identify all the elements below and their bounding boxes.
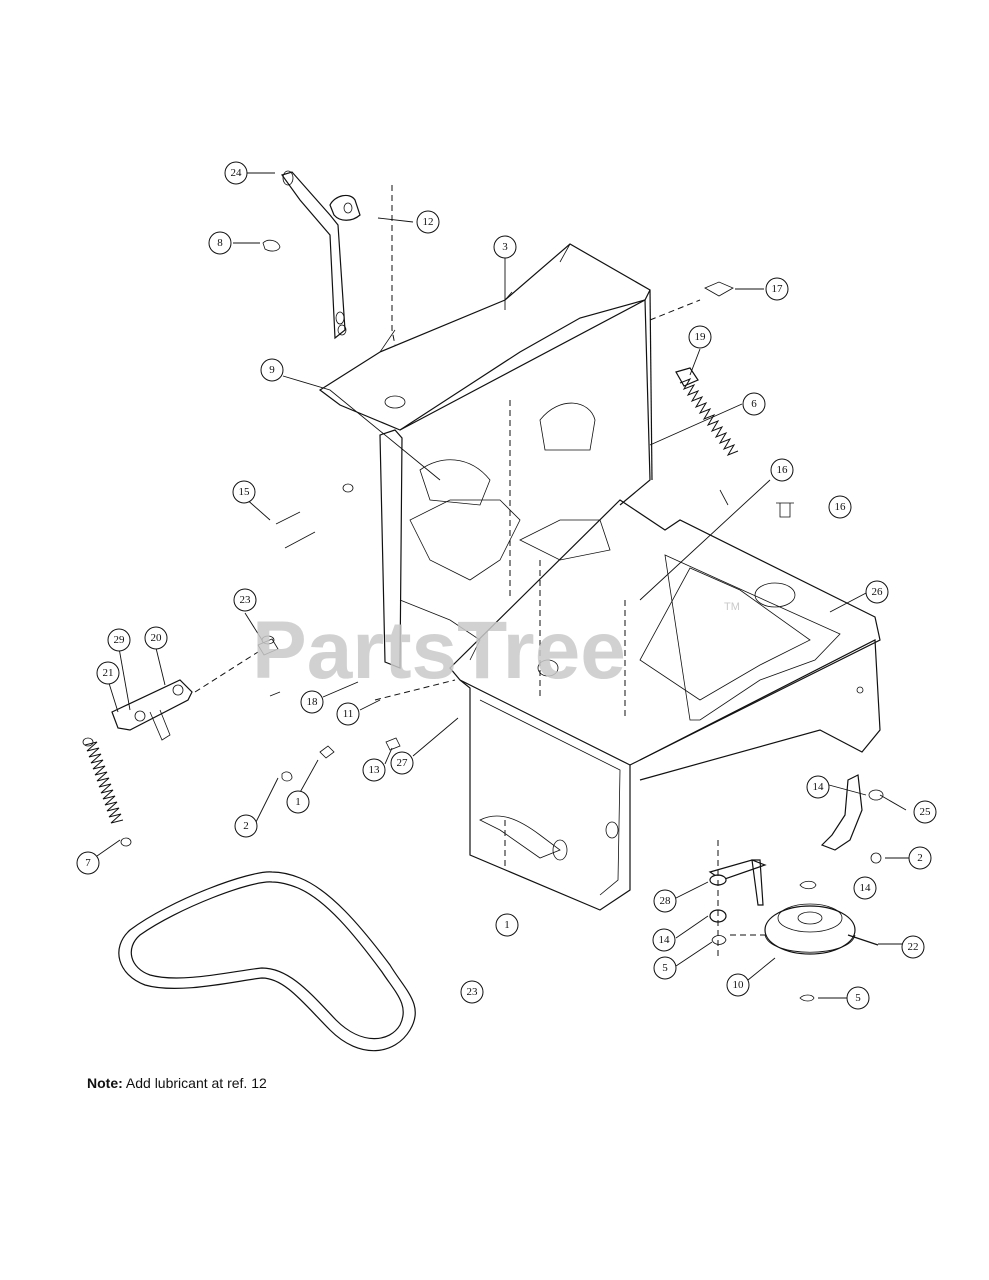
svg-text:27: 27 (397, 757, 409, 769)
svg-text:5: 5 (855, 992, 861, 1004)
svg-text:26: 26 (872, 586, 884, 598)
callout-22[interactable]: 22 (901, 935, 925, 959)
callout-7[interactable]: 7 (76, 851, 100, 875)
svg-text:12: 12 (423, 216, 434, 228)
callout-25[interactable]: 25 (913, 800, 937, 824)
callout-23a[interactable]: 23 (233, 588, 257, 612)
shift-lever (262, 170, 396, 346)
callout-1b[interactable]: 1 (495, 913, 519, 937)
svg-text:1: 1 (504, 919, 510, 931)
callout-6[interactable]: 6 (742, 392, 766, 416)
callout-1a[interactable]: 1 (286, 790, 310, 814)
svg-text:28: 28 (660, 895, 672, 907)
idler-pulley-assembly (708, 840, 879, 1002)
callout-26[interactable]: 26 (865, 580, 889, 604)
callout-28[interactable]: 28 (653, 889, 677, 913)
bracket-assembly-left (111, 651, 259, 741)
callout-29[interactable]: 29 (107, 628, 131, 652)
leader-lines (96, 172, 909, 999)
callout-10[interactable]: 10 (726, 973, 750, 997)
note-label: Note: (87, 1075, 123, 1091)
svg-text:13: 13 (369, 764, 381, 776)
svg-text:14: 14 (659, 934, 671, 946)
svg-text:5: 5 (662, 962, 668, 974)
callout-23b[interactable]: 23 (460, 980, 484, 1004)
callout-15[interactable]: 15 (232, 480, 256, 504)
svg-text:3: 3 (502, 241, 508, 253)
svg-text:29: 29 (114, 634, 126, 646)
callout-16b[interactable]: 16 (828, 495, 852, 519)
watermark-text: PartsTree (252, 605, 626, 696)
callout-20[interactable]: 20 (144, 626, 168, 650)
svg-text:8: 8 (217, 237, 223, 249)
callout-24[interactable]: 24 (224, 161, 248, 185)
callout-21[interactable]: 21 (96, 661, 120, 685)
main-frame (318, 243, 881, 911)
svg-text:16: 16 (777, 464, 789, 476)
svg-text:21: 21 (103, 667, 114, 679)
callout-27[interactable]: 27 (390, 751, 414, 775)
callout-2a[interactable]: 2 (234, 814, 258, 838)
svg-text:2: 2 (243, 820, 249, 832)
callout-19[interactable]: 19 (688, 325, 712, 349)
svg-text:17: 17 (772, 283, 784, 295)
drive-belt (118, 871, 416, 1052)
svg-text:14: 14 (860, 882, 872, 894)
svg-text:10: 10 (733, 979, 745, 991)
svg-text:9: 9 (269, 364, 275, 376)
svg-text:2: 2 (917, 852, 923, 864)
callout-18[interactable]: 18 (300, 690, 324, 714)
callout-9[interactable]: 9 (260, 358, 284, 382)
svg-text:18: 18 (307, 696, 319, 708)
svg-text:11: 11 (343, 708, 354, 720)
svg-text:16: 16 (835, 501, 847, 513)
spring-right (675, 367, 739, 506)
callout-14a[interactable]: 14 (806, 775, 830, 799)
callout-17[interactable]: 17 (765, 277, 789, 301)
spring-left (82, 737, 132, 847)
callout-12[interactable]: 12 (416, 210, 440, 234)
callout-2b[interactable]: 2 (908, 846, 932, 870)
callout-11[interactable]: 11 (336, 702, 360, 726)
svg-text:23: 23 (240, 594, 252, 606)
note-text: Add lubricant at ref. 12 (122, 1075, 267, 1091)
svg-text:22: 22 (908, 941, 919, 953)
callout-5b[interactable]: 5 (846, 986, 870, 1010)
callout-5a[interactable]: 5 (653, 956, 677, 980)
callout-16a[interactable]: 16 (770, 458, 794, 482)
callout-8[interactable]: 8 (208, 231, 232, 255)
svg-text:20: 20 (151, 632, 163, 644)
callout-3[interactable]: 3 (493, 235, 517, 259)
mount-bracket-right (820, 774, 884, 864)
svg-text:19: 19 (695, 331, 707, 343)
callout-14b[interactable]: 14 (853, 876, 877, 900)
svg-text:1: 1 (295, 796, 301, 808)
svg-text:7: 7 (85, 857, 91, 869)
svg-text:24: 24 (231, 167, 243, 179)
hardware (257, 281, 794, 870)
svg-text:15: 15 (239, 486, 251, 498)
svg-text:25: 25 (920, 806, 932, 818)
lubricant-note: Note: Add lubricant at ref. 12 (87, 1075, 267, 1091)
watermark: PartsTree TM (252, 601, 740, 696)
svg-text:23: 23 (467, 986, 479, 998)
callouts: 24 12 8 3 17 19 9 6 16 16 15 26 23 29 20… (76, 161, 937, 1010)
svg-text:14: 14 (813, 781, 825, 793)
svg-text:6: 6 (751, 398, 757, 410)
callout-13[interactable]: 13 (362, 758, 386, 782)
watermark-trademark: TM (724, 601, 740, 613)
callout-14c[interactable]: 14 (652, 928, 676, 952)
